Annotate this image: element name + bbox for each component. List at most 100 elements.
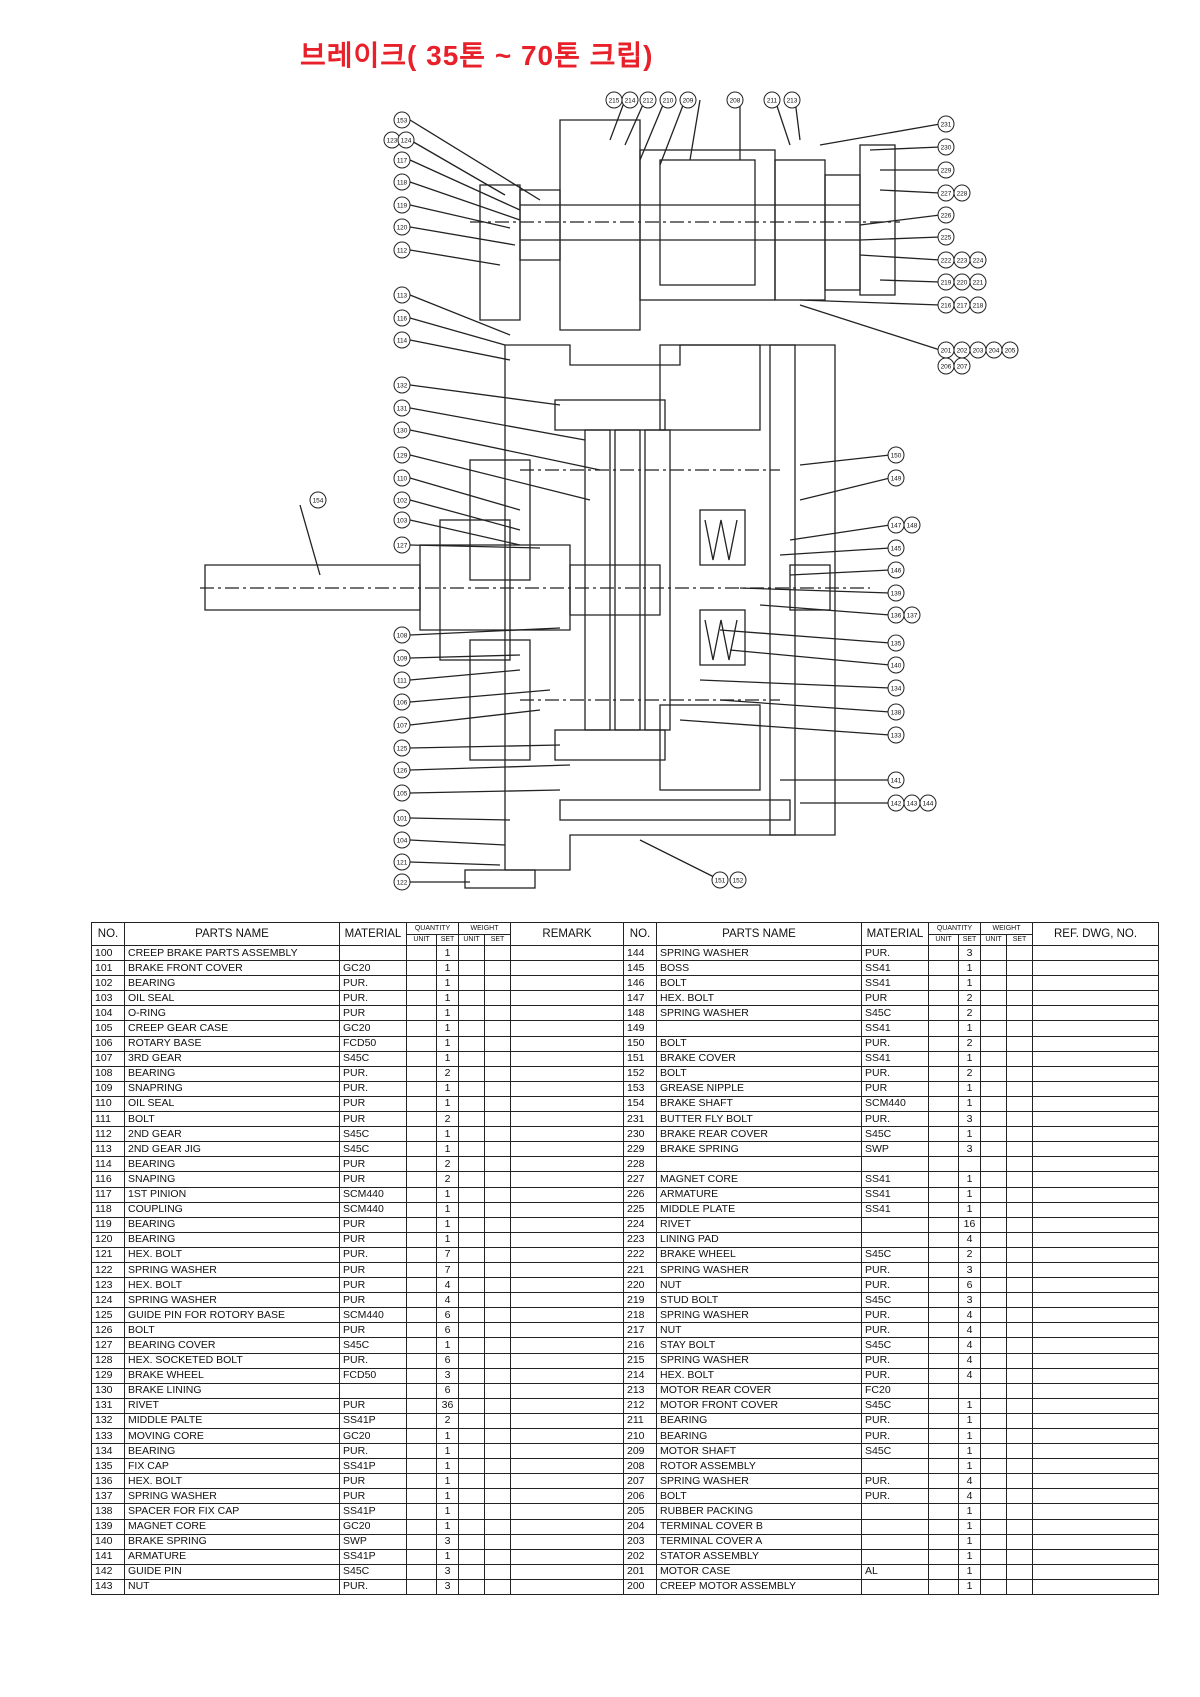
part-material: SS41: [861, 960, 929, 977]
part-number: 141: [91, 1548, 125, 1565]
qty-unit: [928, 1307, 959, 1324]
part-material: SS41: [861, 1201, 929, 1218]
weight-unit: [458, 1473, 486, 1490]
callout-label: 113: [397, 293, 408, 300]
weight-set: [484, 1095, 512, 1113]
qty-unit: [928, 1095, 959, 1113]
part-material: PUR.: [861, 1427, 929, 1445]
part-number: 220: [623, 1277, 657, 1294]
part-name: HEX. BOLT: [656, 1367, 862, 1384]
remark: [1032, 1277, 1160, 1294]
qty-set: 2: [435, 1111, 460, 1128]
part-name: BOLT: [656, 975, 862, 992]
qty-unit: [406, 1277, 437, 1294]
part-name: BRAKE WHEEL: [656, 1246, 862, 1263]
qty-unit: [928, 1246, 959, 1263]
part-number: 151: [623, 1050, 657, 1067]
weight-unit: [980, 1458, 1008, 1475]
callout-circle: [393, 241, 411, 259]
qty-set: 4: [957, 1367, 982, 1384]
callout-label: 228: [957, 191, 968, 198]
part-number: 104: [91, 1005, 125, 1022]
callout-circle: [937, 228, 955, 246]
table-row: 228: [623, 1156, 1160, 1173]
weight-set: [1006, 1292, 1034, 1309]
weight-unit: [458, 1382, 486, 1399]
part-name: MOTOR FRONT COVER: [656, 1397, 862, 1414]
remark: [1032, 1518, 1160, 1535]
part-number: 114: [91, 1156, 125, 1173]
callout-label: 119: [397, 203, 408, 210]
remark: [1032, 1443, 1160, 1460]
callout-label: 223: [957, 258, 968, 265]
callout-label: 130: [397, 428, 408, 435]
qty-unit: [928, 1503, 959, 1520]
weight-unit: [458, 1533, 486, 1550]
remark: [1032, 1095, 1160, 1113]
callout-label: 107: [397, 723, 408, 730]
remark: [510, 1035, 625, 1052]
weight-set: [1006, 1443, 1034, 1460]
weight-unit: [458, 1005, 486, 1022]
qty-set: 1: [435, 1020, 460, 1037]
weight-set: [1006, 1065, 1034, 1082]
part-name: SPRING WASHER: [124, 1261, 340, 1279]
part-material: AL: [861, 1563, 929, 1580]
weight-unit: [980, 1246, 1008, 1263]
part-material: S45C: [339, 1050, 407, 1067]
qty-set: 1: [435, 990, 460, 1007]
weight-unit: [980, 1020, 1008, 1037]
part-material: [861, 1518, 929, 1535]
qty-unit: [406, 1473, 437, 1490]
callout-label: 229: [941, 168, 952, 175]
callout-label: 114: [397, 338, 408, 345]
part-number: 204: [623, 1518, 657, 1535]
qty-set: 1: [957, 1397, 982, 1414]
remark: [1032, 1141, 1160, 1158]
callout-circle: [393, 853, 411, 871]
part-name: SNAPING: [124, 1171, 340, 1188]
callout-label: 219: [941, 280, 952, 287]
part-number: 127: [91, 1337, 125, 1354]
qty-unit: [928, 1020, 959, 1037]
part-name: BRAKE LINING: [124, 1382, 340, 1399]
remark: [510, 1578, 625, 1596]
part-number: 224: [623, 1216, 657, 1233]
part-material: PUR.: [861, 1412, 929, 1430]
weight-unit: [458, 1443, 486, 1460]
weight-unit: [458, 1367, 486, 1384]
weight-unit: [980, 1563, 1008, 1580]
weight-unit: [980, 1427, 1008, 1445]
part-number: 211: [623, 1412, 657, 1430]
qty-set: 3: [957, 1292, 982, 1309]
qty-set: 1: [435, 1458, 460, 1475]
part-number: 111: [91, 1111, 125, 1128]
qty-unit: [406, 1443, 437, 1460]
callout-circle: [887, 469, 905, 487]
qty-unit: [406, 1186, 437, 1203]
part-material: SS41: [861, 975, 929, 992]
qty-set: 6: [435, 1382, 460, 1399]
qty-unit: [406, 1141, 437, 1158]
qty-unit: [406, 1307, 437, 1324]
callout-circle: [393, 536, 411, 554]
remark: [510, 1548, 625, 1565]
part-material: PUR: [339, 1397, 407, 1414]
part-material: PUR.: [861, 1307, 929, 1324]
part-name: HEX. BOLT: [656, 990, 862, 1007]
part-number: 124: [91, 1292, 125, 1309]
part-number: 145: [623, 960, 657, 977]
qty-unit: [928, 1458, 959, 1475]
weight-set: [484, 1261, 512, 1279]
remark: [510, 1201, 625, 1218]
weight-set: [1006, 990, 1034, 1007]
